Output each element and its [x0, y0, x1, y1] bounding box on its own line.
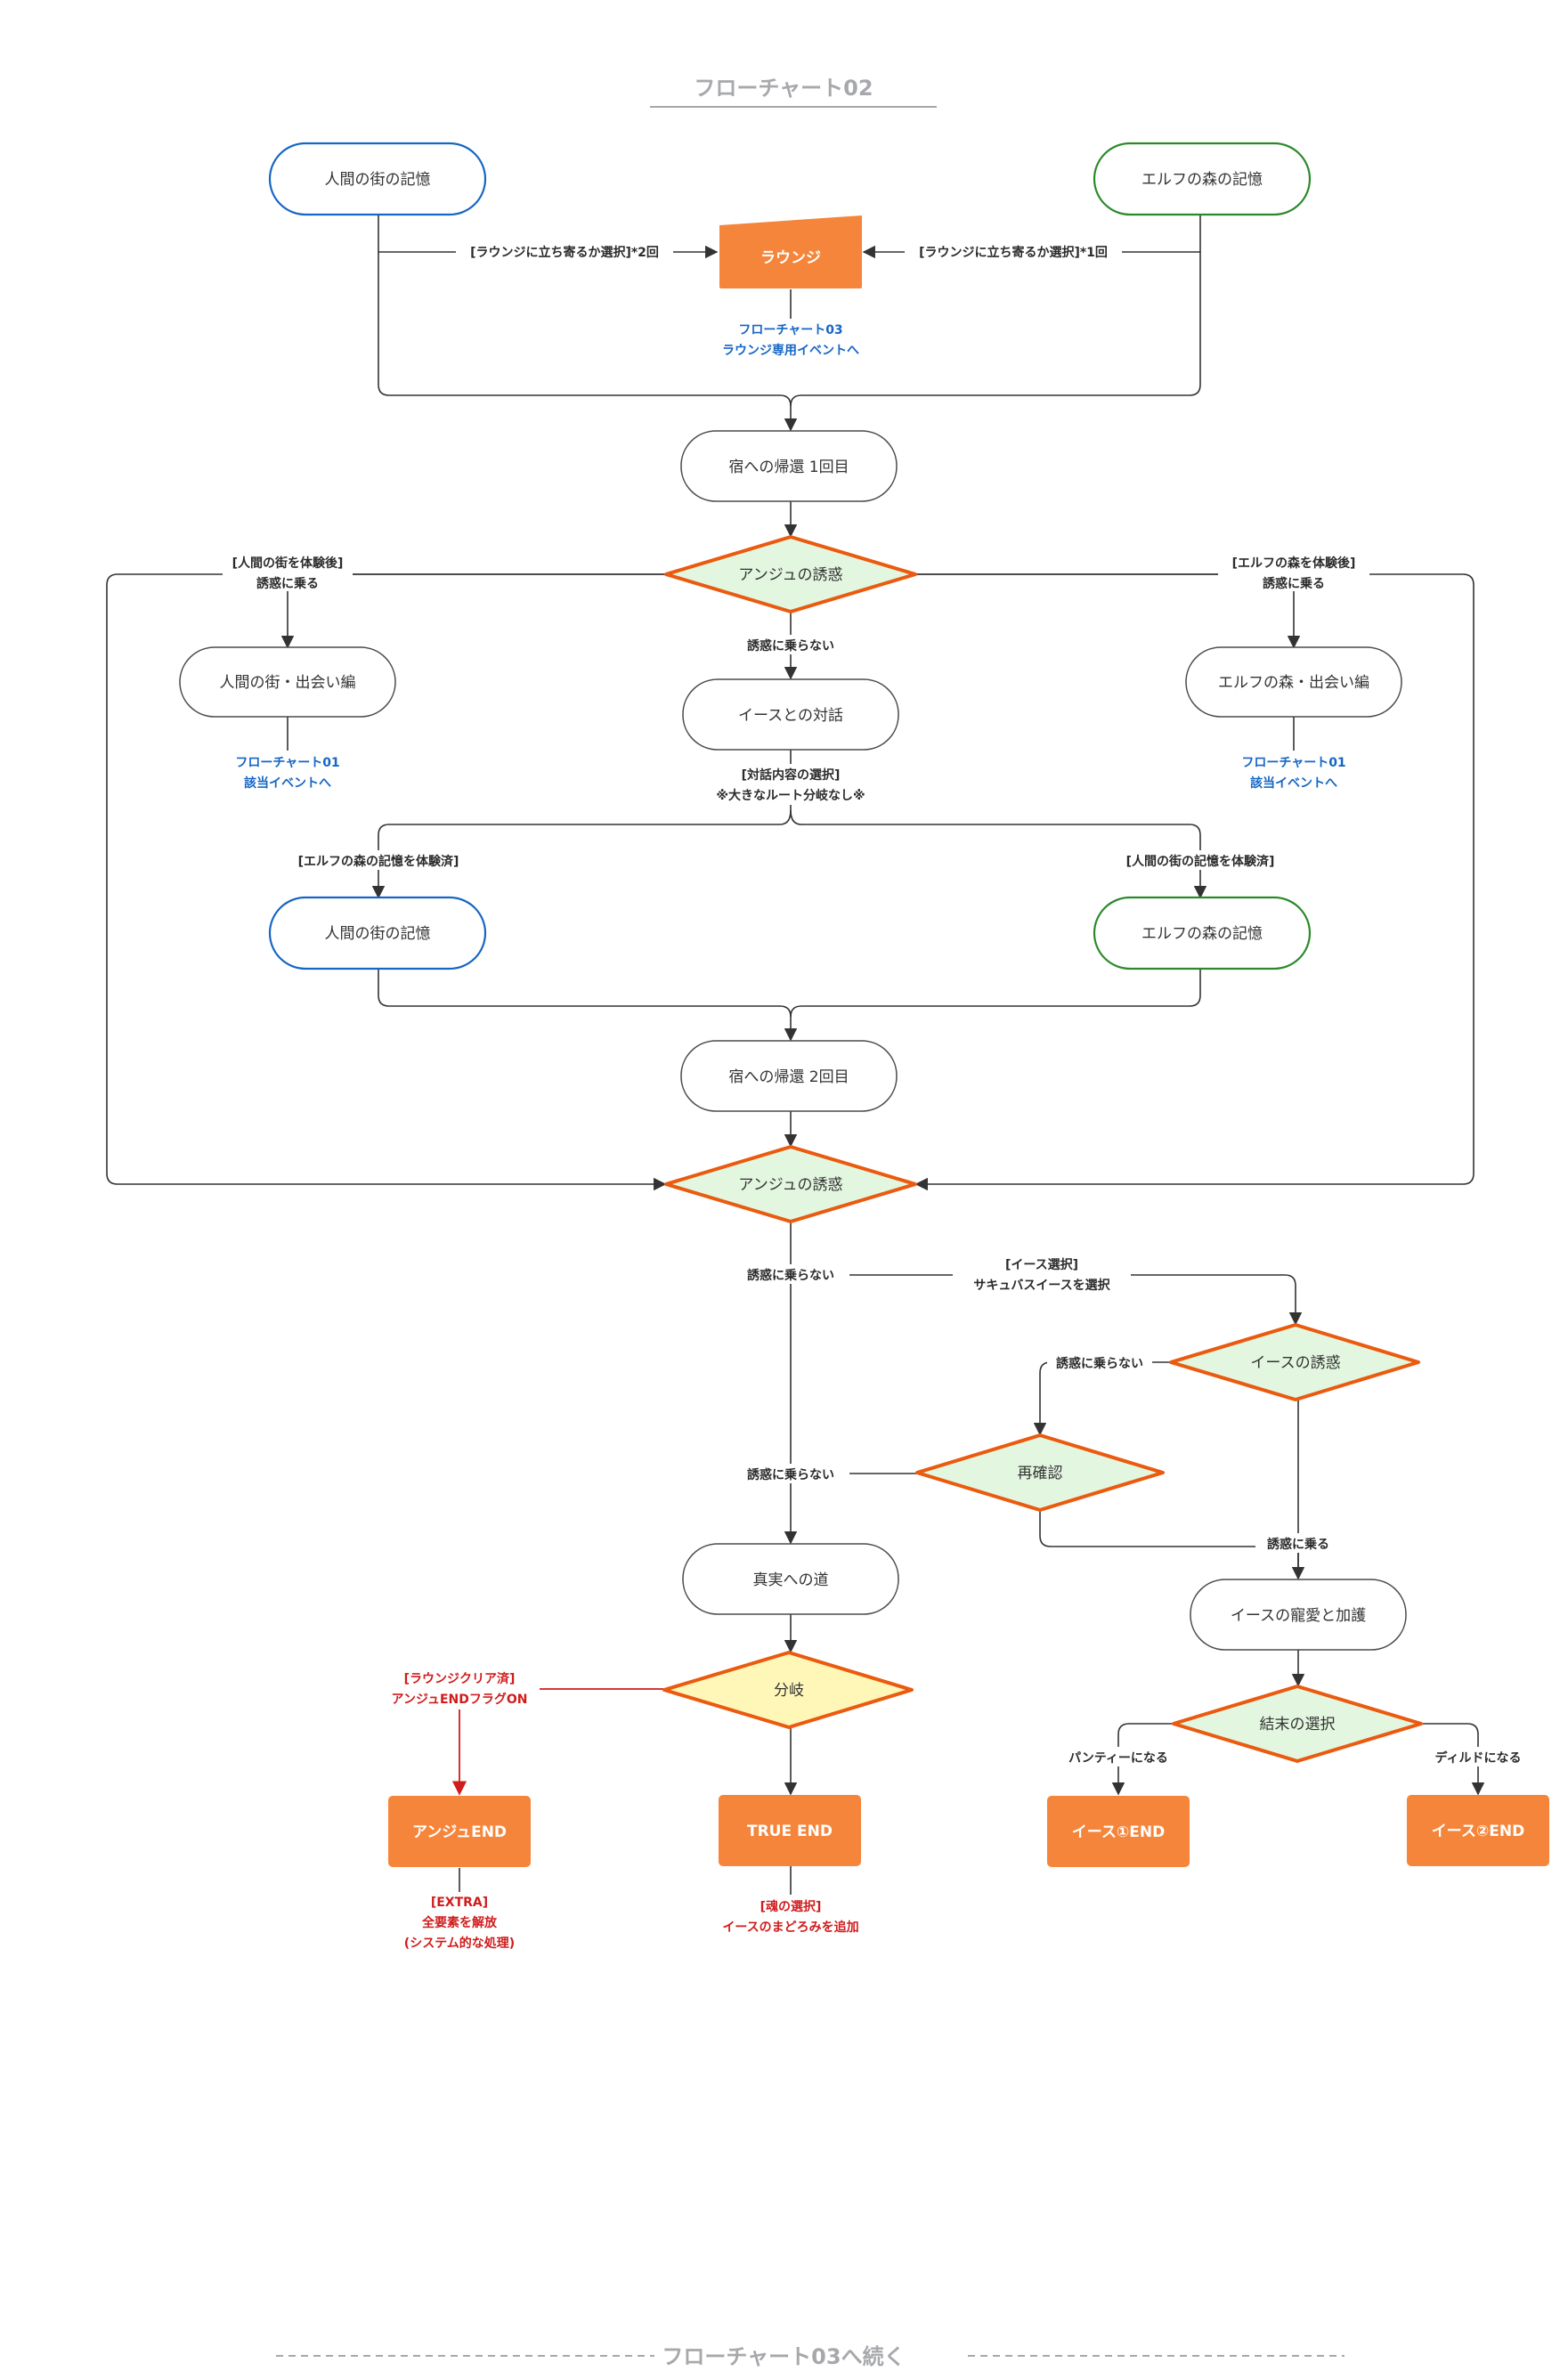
- edge-ending-ys2: [1423, 1723, 1485, 1796]
- node-lounge: [719, 215, 862, 288]
- node-truth-road-label: 真実への道: [753, 1571, 829, 1589]
- footer-continue: フローチャート03へ続く: [662, 2344, 905, 2369]
- note-anju-flag-2: アンジュENDフラグON: [392, 1692, 528, 1707]
- label-human-done: [人間の街の記憶を体験済]: [1126, 854, 1275, 869]
- node-elf-meeting-label: エルフの森・出会い編: [1218, 674, 1369, 692]
- edge-labels: [ラウンジに立ち寄るか選択]*2回 [ラウンジに立ち寄るか選択]*1回 [人間の…: [223, 241, 1530, 1766]
- node-return-1-label: 宿への帰還 1回目: [728, 459, 849, 476]
- node-ys-love: [1190, 1579, 1407, 1651]
- note-extra-1: [EXTRA]: [431, 1896, 488, 1910]
- label-no-temptation-3: 誘惑に乗らない: [1056, 1356, 1143, 1371]
- node-anju-temptation-2-label: アンジュの誘惑: [738, 1176, 842, 1194]
- label-no-temptation-4: 誘惑に乗らない: [747, 1467, 834, 1482]
- node-ending-choice: [1172, 1685, 1423, 1763]
- label-panty: パンティーになる: [1068, 1751, 1168, 1766]
- edge-merge-return1-right: [790, 252, 1201, 407]
- page-title: フローチャート02: [694, 76, 873, 101]
- node-anju-end: [388, 1796, 531, 1867]
- label-lounge-right: [ラウンジに立ち寄るか選択]*1回: [919, 245, 1108, 260]
- node-return-2-label: 宿への帰還 2回目: [728, 1068, 849, 1086]
- label-after-human-1: [人間の街を体験後]: [232, 556, 344, 571]
- label-after-elf-2: 誘惑に乗る: [1263, 576, 1325, 591]
- edge-mid-merge-right: [790, 969, 1201, 1018]
- edge-reconfirm-yslove: [1039, 1511, 1305, 1580]
- node-branch: [662, 1651, 914, 1729]
- edge-ending-ys1: [1111, 1723, 1172, 1796]
- node-elf-memory-mid-label: エルフの森の記憶: [1141, 925, 1263, 943]
- note-fc01-right-2: 該当イベントへ: [1250, 775, 1337, 791]
- note-extra-3: (システム的な処理): [404, 1936, 515, 1951]
- node-return-2: [680, 1040, 898, 1112]
- label-no-temptation-2: 誘惑に乗らない: [747, 1268, 834, 1283]
- notes: フローチャート03 ラウンジ専用イベントへ フローチャート01 該当イベントへ …: [235, 323, 1345, 1951]
- node-elf-memory-mid: [1093, 896, 1312, 970]
- edge-merge-return1: [378, 252, 798, 432]
- edge-mid-merge-left: [378, 969, 798, 1042]
- node-human-memory-top: [268, 142, 487, 216]
- node-human-meeting-label: 人間の街・出会い編: [220, 674, 356, 692]
- node-truth-road: [682, 1543, 899, 1615]
- node-ys-temptation: [1169, 1323, 1420, 1401]
- label-talk-choice-1: [対話内容の選択]: [742, 767, 841, 783]
- node-elf-memory-top: [1093, 142, 1312, 216]
- node-ys-end-2: [1407, 1795, 1549, 1866]
- note-lounge-1: フローチャート03: [738, 323, 842, 337]
- label-talk-choice-2: ※大きなルート分岐なし※: [716, 788, 865, 803]
- node-reconfirm-label: 再確認: [1018, 1465, 1063, 1482]
- note-anju-flag-1: [ラウンジクリア済]: [404, 1671, 516, 1686]
- node-ys-end-1: [1047, 1796, 1190, 1867]
- note-fc01-left-1: フローチャート01: [235, 756, 339, 770]
- node-return-1: [680, 430, 898, 502]
- label-no-temptation-1: 誘惑に乗らない: [747, 638, 834, 654]
- node-human-memory-mid: [268, 896, 487, 970]
- note-extra-2: 全要素を解放: [421, 1915, 498, 1930]
- node-human-memory-top-label: 人間の街の記憶: [325, 171, 431, 189]
- node-ys-love-label: イースの寵愛と加護: [1231, 1607, 1366, 1625]
- edge-ystemptation-reconfirm: [1033, 1361, 1169, 1436]
- label-after-elf-1: [エルフの森を体験後]: [1232, 556, 1356, 571]
- note-soul-2: イースのまどろみを追加: [722, 1920, 858, 1935]
- node-human-memory-mid-label: 人間の街の記憶: [325, 925, 431, 943]
- node-branch-label: 分岐: [774, 1682, 804, 1700]
- node-ys-talk: [682, 678, 899, 751]
- node-anju-temptation-2: [664, 1145, 917, 1223]
- node-human-meeting: [179, 646, 396, 718]
- node-ys-end-2-label: イース②END: [1432, 1823, 1525, 1840]
- label-dildo: ディルドになる: [1434, 1750, 1521, 1766]
- label-lounge-left: [ラウンジに立ち寄るか選択]*2回: [470, 245, 659, 260]
- node-ending-choice-label: 結末の選択: [1260, 1716, 1336, 1734]
- label-ys-select-2: サキュバスイースを選択: [973, 1278, 1110, 1293]
- node-true-end-label: TRUE END: [747, 1823, 833, 1840]
- label-after-human-2: 誘惑に乗る: [256, 576, 319, 591]
- node-ys-end-1-label: イース①END: [1072, 1823, 1166, 1841]
- node-true-end: [719, 1795, 861, 1866]
- label-ys-select-1: [イース選択]: [1005, 1257, 1078, 1272]
- node-ys-talk-label: イースとの対話: [738, 707, 843, 725]
- node-anju-temptation-1-label: アンジュの誘惑: [738, 566, 842, 584]
- note-fc01-right-1: フローチャート01: [1241, 756, 1345, 770]
- node-elf-meeting: [1185, 646, 1402, 718]
- note-fc01-left-2: 該当イベントへ: [244, 775, 331, 791]
- edge-diamond2-ys-temptation: [791, 1274, 1303, 1326]
- edge-talk-human-memory: [371, 750, 792, 899]
- node-lounge-label: ラウンジ: [760, 249, 821, 267]
- label-accept-temptation: 誘惑に乗る: [1267, 1537, 1329, 1552]
- node-ys-temptation-label: イースの誘惑: [1250, 1354, 1340, 1372]
- label-elf-done: [エルフの森の記憶を体験済]: [298, 854, 459, 869]
- edge-loop-left: [106, 573, 667, 1191]
- note-lounge-2: ラウンジ専用イベントへ: [722, 343, 859, 358]
- node-elf-memory-top-label: エルフの森の記憶: [1141, 171, 1263, 189]
- node-reconfirm: [915, 1433, 1165, 1512]
- edge-talk-elf-memory: [790, 809, 1207, 899]
- node-anju-temptation-1: [664, 535, 917, 613]
- note-soul-1: [魂の選択]: [760, 1899, 822, 1914]
- node-anju-end-label: アンジュEND: [412, 1823, 507, 1841]
- edge-loop-right: [914, 573, 1475, 1191]
